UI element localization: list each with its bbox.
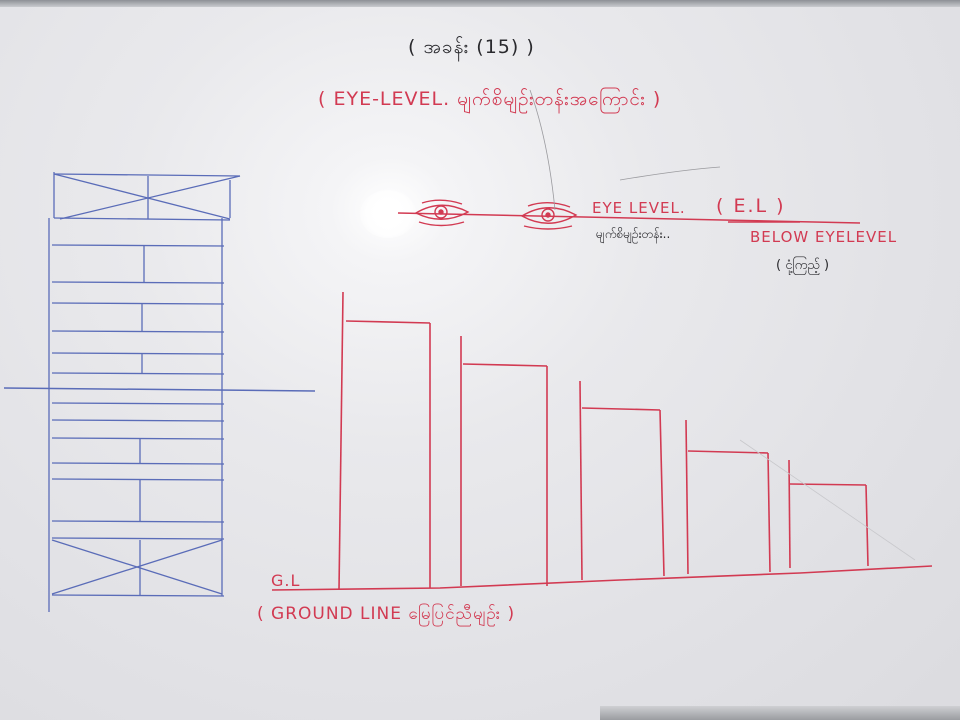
faint-scribble: [619, 166, 721, 181]
ground-line-abbr: G.L: [271, 571, 301, 590]
eye-level-burmese: မျက်စိမျဉ်းတန်း..: [596, 227, 671, 241]
whiteboard-frame-top: [0, 0, 960, 7]
eye-level-abbr: ( E.L ): [716, 195, 786, 217]
eye-icon: [414, 199, 470, 227]
eye-icon: [520, 202, 578, 230]
light-glare: [360, 190, 416, 238]
faint-scribble: [529, 89, 556, 211]
building-boxes: [338, 291, 869, 591]
eye-level-label: EYE LEVEL.: [592, 199, 686, 217]
horizon-reference-line: [3, 387, 316, 392]
whiteboard-frame-bottom: [600, 706, 960, 720]
building-sketch: [48, 172, 241, 612]
below-eye-level-label: BELOW EYELEVEL: [750, 228, 898, 246]
faint-perspective-line: [739, 439, 916, 561]
board-title: ( အခန်း (15) ): [408, 36, 535, 58]
below-eye-level-burmese: ( ငုံ့ကြည့် ): [776, 258, 830, 273]
board-subtitle: ( EYE-LEVEL. မျက်စိမျဉ်းတန်းအကြောင်း ): [318, 88, 662, 110]
ground-line-label: ( GROUND LINE မြေပြင်ညီမျဉ်း ): [257, 604, 516, 624]
ground-line: [271, 565, 933, 591]
